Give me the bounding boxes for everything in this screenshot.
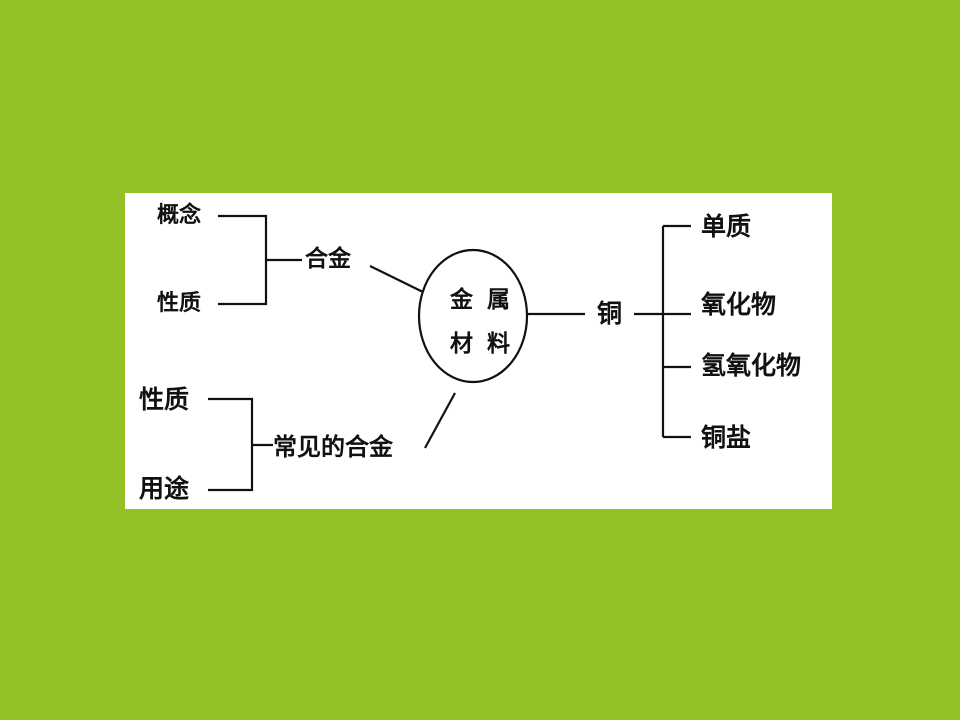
node-oxide: 氧化物 [701, 290, 777, 319]
node-concept: 概念 [157, 203, 202, 228]
center-label-line2: 材料 [450, 331, 524, 357]
node-elemental: 单质 [701, 212, 752, 241]
concept-map-panel: 金属 材料 概念 性质 合金 性质 用途 常见的合金 铜 单质 氧化物 氢氧化物… [125, 193, 832, 509]
node-common-alloys: 常见的合金 [273, 433, 393, 461]
node-copper: 铜 [597, 299, 623, 328]
center-ellipse [417, 248, 529, 384]
node-hydroxide: 氢氧化物 [701, 351, 802, 380]
node-property-bottom: 性质 [139, 385, 190, 414]
node-usage: 用途 [139, 474, 190, 503]
node-alloy: 合金 [305, 246, 351, 272]
node-property-top: 性质 [157, 291, 202, 316]
center-label-line1: 金属 [450, 287, 524, 313]
node-copper-salt: 铜盐 [701, 423, 752, 452]
connector-lines [208, 214, 691, 492]
